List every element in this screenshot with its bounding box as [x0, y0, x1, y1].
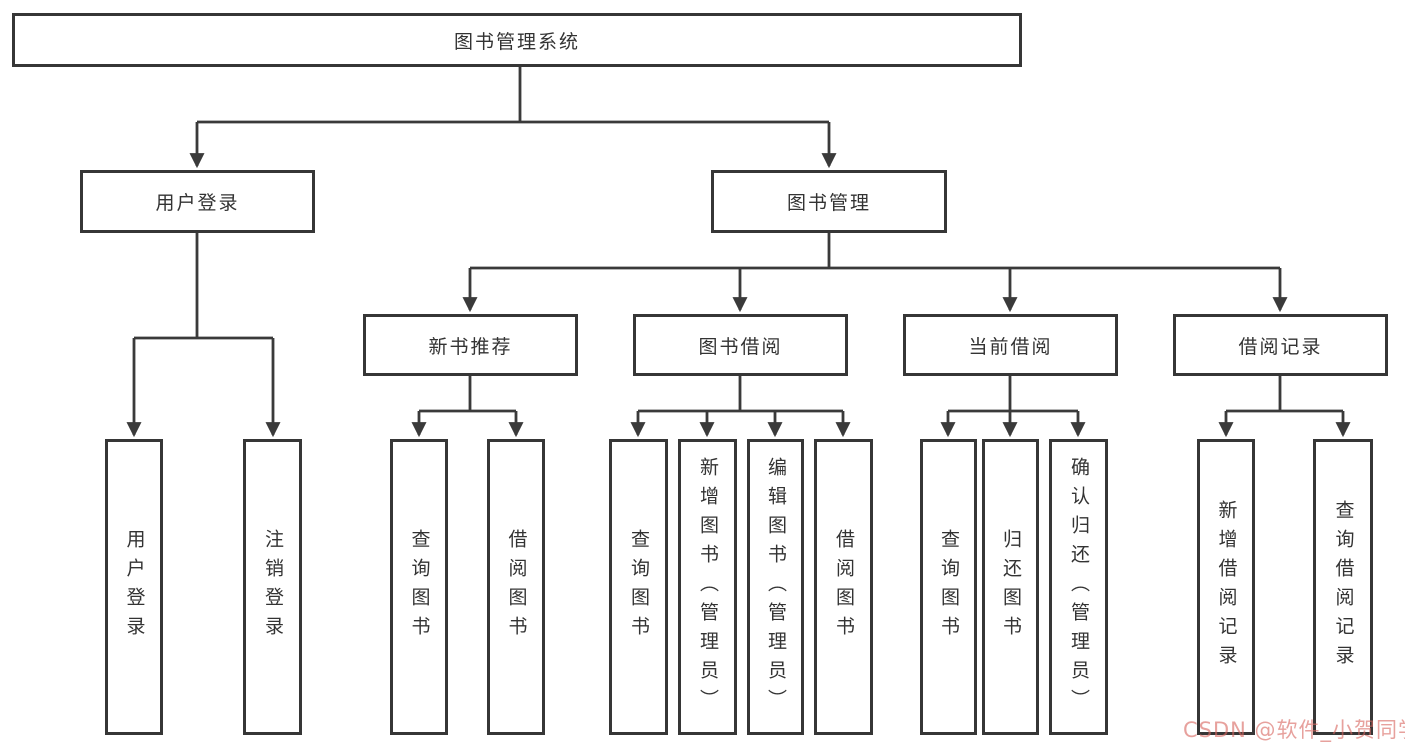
node-book-management: 图书管理: [711, 170, 947, 233]
node-leaf-query-books-recommend: 查询图书: [390, 439, 448, 735]
connector-current-borrowing-children: [940, 376, 1086, 438]
connector-book-management-children: [462, 233, 1288, 313]
node-leaf-user-login: 用户登录: [105, 439, 163, 735]
node-user-login: 用户登录: [80, 170, 315, 233]
connector-user-login-children: [126, 233, 281, 438]
node-leaf-query-borrow-record: 查询借阅记录: [1313, 439, 1373, 735]
node-leaf-borrow-books-recommend: 借阅图书: [487, 439, 545, 735]
node-current-borrowing: 当前借阅: [903, 314, 1118, 376]
node-leaf-query-books-borrowing: 查询图书: [609, 439, 668, 735]
node-new-book-recommend: 新书推荐: [363, 314, 578, 376]
node-leaf-edit-book-admin: 编辑图书（管理员）: [747, 439, 804, 735]
node-leaf-confirm-return-admin: 确认归还（管理员）: [1049, 439, 1108, 735]
node-book-borrowing: 图书借阅: [633, 314, 848, 376]
connector-new-book-children: [411, 376, 524, 438]
node-leaf-logout: 注销登录: [243, 439, 302, 735]
connector-root-to-level2: [189, 67, 837, 169]
node-leaf-return-book: 归还图书: [982, 439, 1039, 735]
node-leaf-add-book-admin: 新增图书（管理员）: [678, 439, 737, 735]
connector-book-borrowing-children: [630, 376, 851, 438]
node-leaf-query-books-current: 查询图书: [920, 439, 977, 735]
node-leaf-borrow-books-borrowing: 借阅图书: [814, 439, 873, 735]
node-leaf-add-borrow-record: 新增借阅记录: [1197, 439, 1255, 735]
connector-borrowing-records-children: [1218, 376, 1351, 438]
node-root-system: 图书管理系统: [12, 13, 1022, 67]
node-borrowing-records: 借阅记录: [1173, 314, 1388, 376]
